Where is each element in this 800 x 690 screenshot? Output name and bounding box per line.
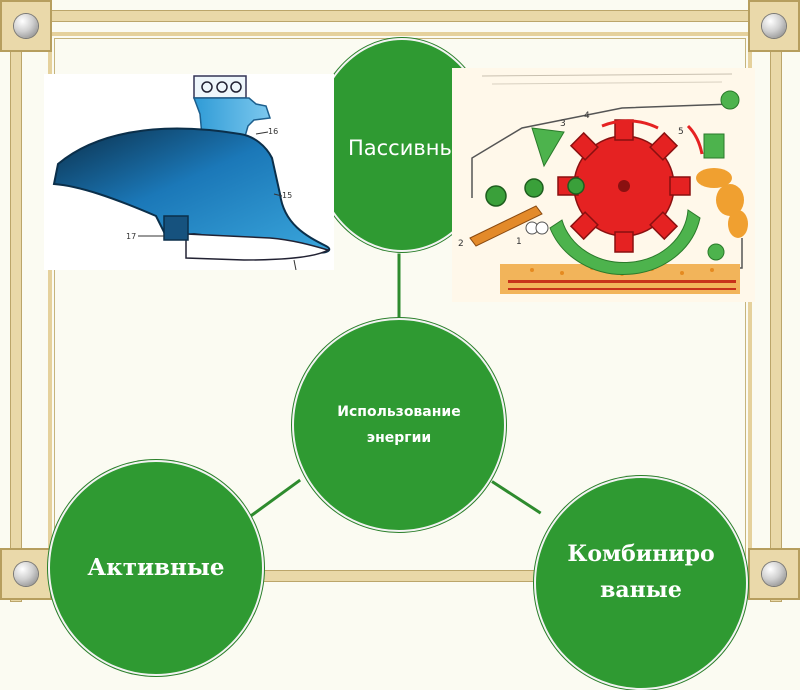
- connector-top: [397, 253, 401, 322]
- node-combined: Комбиниро ваные: [534, 476, 748, 690]
- plow-label-17: 17: [126, 232, 136, 241]
- node-active: Активные: [48, 460, 264, 676]
- thresher-label-4: 4: [584, 111, 590, 121]
- corner-top-right: [748, 0, 800, 52]
- frame-right: [770, 0, 782, 602]
- node-passive-label: Пассивны: [347, 136, 457, 160]
- node-center-label: Использование энергии: [337, 404, 461, 446]
- corner-ornament-icon: [762, 14, 786, 38]
- thresher-label-5: 5: [678, 127, 684, 137]
- plow-drawing: 16 15 17: [52, 75, 331, 270]
- thresher-label-1: 1: [516, 237, 522, 247]
- corner-ornament-icon: [762, 562, 786, 586]
- plow-illustration: 16 15 17: [44, 74, 334, 270]
- corner-bottom-right: [748, 548, 800, 600]
- thresher-drawing: 1 2 3 4 5: [458, 73, 748, 294]
- corner-ornament-icon: [14, 562, 38, 586]
- thresher-illustration: 1 2 3 4 5: [452, 68, 755, 302]
- inner-frame: [48, 32, 752, 600]
- frame-left: [10, 0, 22, 602]
- frame-top: [0, 10, 800, 22]
- corner-top-left: [0, 0, 52, 52]
- plow-label-16: 16: [268, 127, 278, 136]
- node-combined-label: Комбиниро ваные: [567, 541, 715, 603]
- node-center: Использование энергии: [292, 318, 506, 532]
- thresher-label-3: 3: [560, 119, 566, 129]
- corner-ornament-icon: [14, 14, 38, 38]
- node-active-label: Активные: [87, 554, 225, 581]
- corner-bottom-left: [0, 548, 52, 600]
- thresher-label-2: 2: [458, 239, 464, 249]
- plow-label-15: 15: [282, 191, 292, 200]
